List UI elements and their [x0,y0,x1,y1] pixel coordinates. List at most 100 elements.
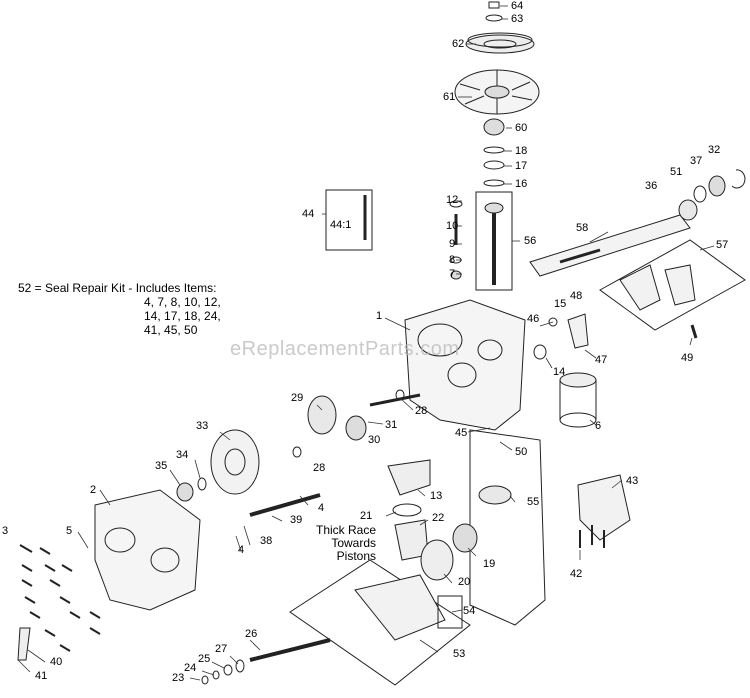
callout: 63 [511,13,524,25]
callout: 44 [302,208,315,220]
callout: 56 [524,235,537,247]
pulley-part-62 [465,32,535,54]
washer-part-51 [693,185,707,203]
callout: 8 [449,254,456,266]
callout: 17 [515,160,528,172]
valve-stack-7-12 [449,200,463,280]
watermark: eReplacementParts.com [230,338,460,360]
washer-part-17 [483,160,505,170]
callout: 33 [196,420,209,432]
callout: 4 [318,502,325,514]
callout: 37 [690,155,703,167]
callout: 39 [290,514,303,526]
callout: 25 [198,653,211,665]
box-part-57 [599,239,746,331]
bolts-part-3 [19,544,101,652]
callout: 27 [215,643,228,655]
callout: 62 [452,38,465,50]
note-line: 52 = Seal Repair Kit - Includes Items: [18,281,217,295]
callout: 57 [716,239,729,251]
callout: 61 [443,91,456,103]
gear-part-33 [210,429,260,495]
annotation-line: Pistons [336,549,377,563]
note-line: 41, 45, 50 [144,323,198,337]
callout: 21 [360,510,373,522]
spring-part-49 [690,324,698,339]
bracket-part-47 [567,313,589,349]
callout: 6 [595,420,602,432]
filter-part-6 [559,372,597,428]
shaft-part-26 [249,638,331,662]
lever-part-40 [17,627,31,661]
callout: 41 [35,670,48,682]
housing-part-1 [404,299,526,431]
box-part-55 [469,429,546,626]
callout: 64 [511,0,524,12]
callout: 32 [708,144,721,156]
callout: 48 [570,290,583,302]
callout: 4 [238,544,245,556]
callout: 20 [458,576,471,588]
callout: 38 [260,535,273,547]
washer-part-28 [292,446,302,458]
bearing-part-19 [452,523,478,553]
callout: 30 [368,434,381,446]
fan-part-61 [454,69,540,115]
callout: 40 [50,656,63,668]
callout: 35 [155,460,168,472]
callout: 12 [446,194,459,206]
seal-kit-note: 52 = Seal Repair Kit - Includes Items: 4… [18,281,221,337]
callout: 50 [515,446,528,458]
bearing-part-35 [176,482,194,502]
callout: 53 [453,648,466,660]
callout: 19 [483,558,496,570]
callout: 7 [449,268,456,280]
annotation-line: Thick Race [316,523,377,537]
hub-part-60 [483,118,505,136]
snap-ring-part-32 [731,169,746,189]
callout: 14 [553,366,566,378]
washer-part-63 [485,14,503,22]
callout: 54 [463,605,476,617]
bolts-part-42 [579,525,605,548]
callout: 51 [670,166,683,178]
axle-part-39 [249,493,321,517]
pinion-part-30 [345,415,367,441]
center-section-part-13 [387,459,431,496]
annotation-line: Towards [331,536,377,550]
washer-part-34 [197,477,207,491]
callout: 58 [576,222,589,234]
bearing-part-37 [708,175,726,197]
callout: 47 [595,354,608,366]
callout: 34 [176,449,189,461]
callout: 43 [626,475,639,487]
box-part-54 [437,595,463,629]
callout: 42 [570,568,583,580]
callout: 44:1 [330,219,352,231]
cylinder-part-20 [420,539,454,581]
callout: 55 [527,496,540,508]
callout: 2 [90,484,97,496]
cover-part-2 [94,489,201,611]
callout: 29 [291,392,304,404]
callout: 24 [184,662,197,674]
callout: 3 [2,525,9,537]
seal-part-14 [533,344,547,360]
callout: 60 [515,122,528,134]
plate-part-21 [392,503,422,517]
note-line: 4, 7, 8, 10, 12, [144,295,221,309]
callout: 10 [446,220,459,232]
deflector-part-43 [577,474,631,541]
gear-part-29 [307,395,337,435]
callout: 18 [515,145,528,157]
callout: 13 [430,490,443,502]
callout: 23 [172,672,185,684]
washer-part-46 [548,317,558,327]
box-part-44 [325,189,373,251]
callout: 16 [515,178,528,190]
note-line: 14, 17, 18, 24, [144,309,221,323]
box-part-53 [289,559,471,686]
callout: 22 [432,512,445,524]
